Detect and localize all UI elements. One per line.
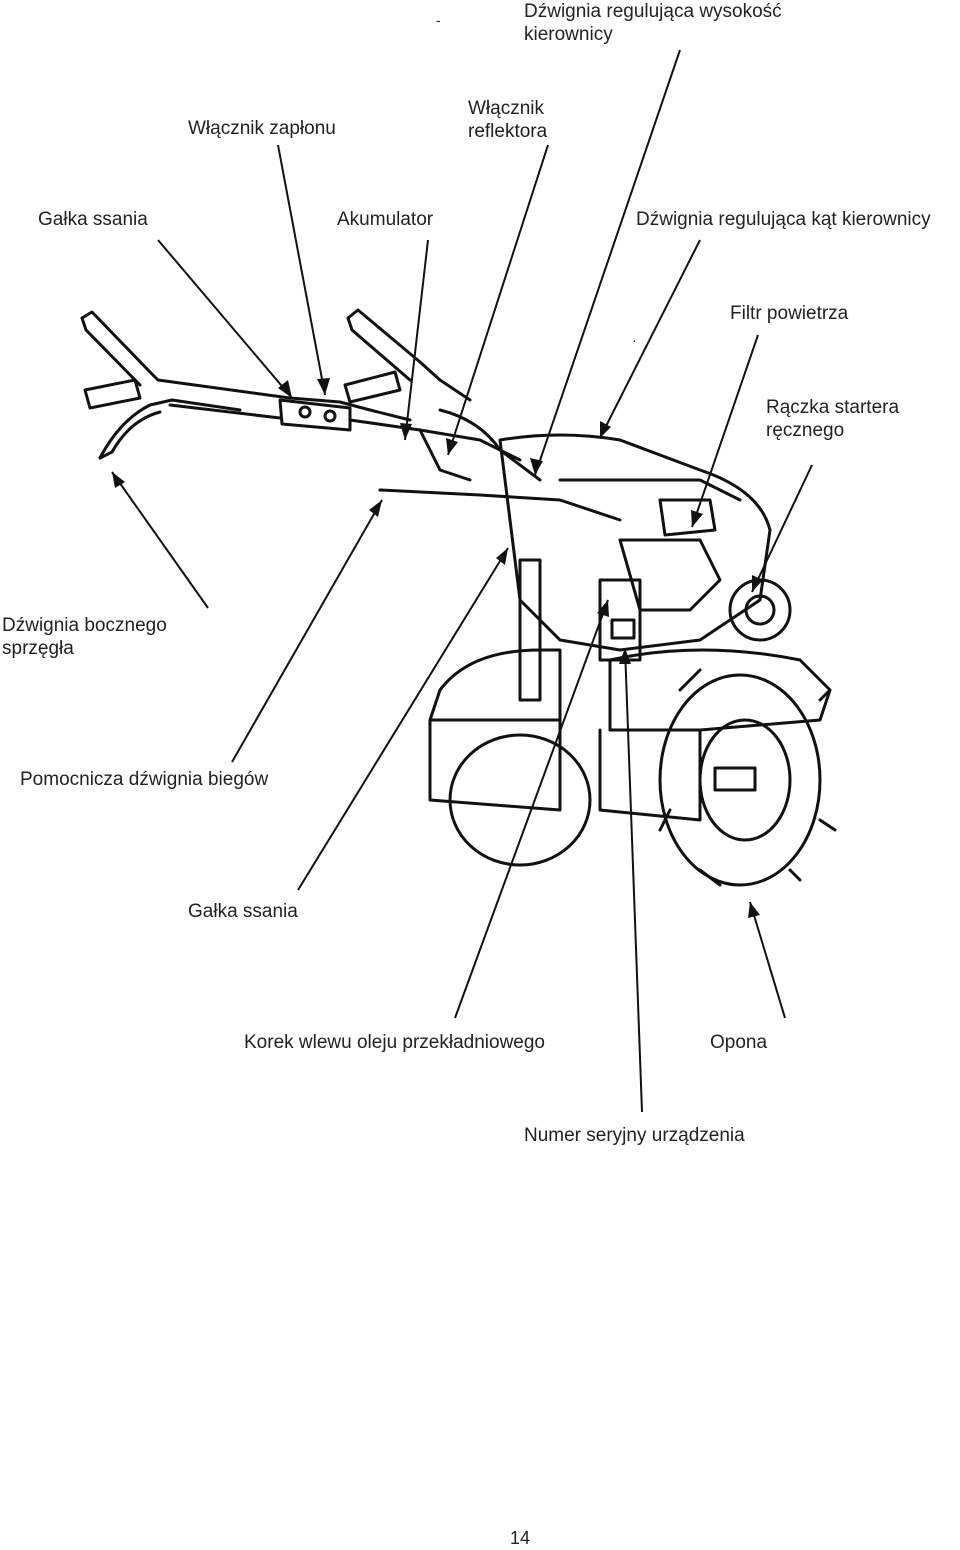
- leader-gear-oil: [454, 599, 609, 1019]
- leader-steering-height: [534, 49, 681, 476]
- leader-aux-gear: [231, 499, 383, 763]
- left-grip: [83, 378, 142, 410]
- left-wheel: [448, 733, 592, 867]
- label-battery: Akumulator: [337, 209, 434, 230]
- air-filter: [658, 498, 717, 537]
- leader-battery: [404, 239, 429, 441]
- label-recoil-starter: Rączka startera ręcznego: [766, 397, 900, 441]
- label-steering-angle-lever: Dźwignia regulująca kąt kierownicy: [636, 209, 931, 230]
- leader-ignition: [277, 144, 326, 396]
- leader-side-clutch: [111, 471, 209, 609]
- leader-choke-bottom: [297, 547, 509, 891]
- label-air-filter: Filtr powietrza: [730, 303, 849, 324]
- stray-mark-2: ·: [632, 332, 637, 348]
- label-tire: Opona: [710, 1032, 768, 1053]
- leader-recoil: [751, 464, 813, 593]
- label-aux-gear-lever: Pomocnicza dźwignia biegów: [20, 769, 269, 790]
- page-number: 14: [510, 1528, 531, 1548]
- transmission: [518, 558, 542, 702]
- serial-plate: [610, 618, 636, 640]
- leader-air-filter: [691, 334, 759, 528]
- left-handlebar: [80, 310, 412, 422]
- label-steering-height-lever: Dźwignia regulująca wysokość kierownicy: [524, 1, 782, 45]
- leader-choke-top: [157, 239, 293, 399]
- label-choke-knob-top: Gałka ssania: [38, 209, 148, 230]
- stray-mark-1: -: [436, 12, 441, 28]
- leader-serial: [624, 647, 643, 1113]
- right-fender: [608, 648, 832, 732]
- recoil-starter: [728, 578, 792, 642]
- label-ignition-switch: Włącznik zapłonu: [188, 118, 336, 139]
- leader-headlight: [447, 144, 549, 456]
- label-choke-knob-bottom: Gałka ssania: [188, 901, 298, 922]
- label-gear-oil-plug: Korek wlewu oleju przekładniowego: [244, 1032, 546, 1053]
- right-grip: [343, 370, 402, 404]
- right-wheel: [658, 673, 822, 887]
- label-headlight-switch: Włącznik reflektora: [468, 98, 548, 137]
- leader-tire: [749, 901, 786, 1019]
- control-box: [278, 398, 352, 432]
- label-serial-number: Numer seryjny urządzenia: [524, 1125, 745, 1146]
- leader-steering-angle: [599, 239, 701, 439]
- left-fender: [428, 648, 562, 722]
- right-handlebar: [346, 308, 472, 402]
- label-side-clutch-lever: Dźwignia bocznego sprzęgła: [2, 615, 167, 659]
